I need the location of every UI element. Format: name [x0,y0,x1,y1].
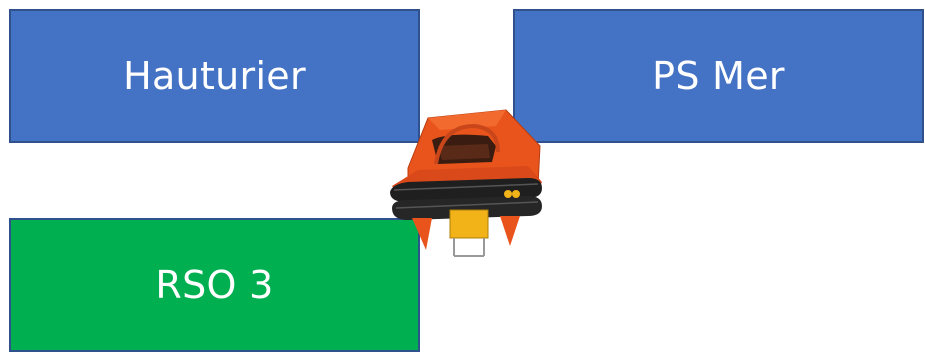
ps-mer-label: PS Mer [652,54,785,98]
hauturier-button[interactable]: Hauturier [9,9,420,143]
ps-mer-button[interactable]: PS Mer [513,9,924,143]
rso3-button[interactable]: RSO 3 [9,218,420,352]
hauturier-label: Hauturier [123,54,306,98]
rso3-label: RSO 3 [155,263,273,307]
life-raft-icon [388,106,544,262]
